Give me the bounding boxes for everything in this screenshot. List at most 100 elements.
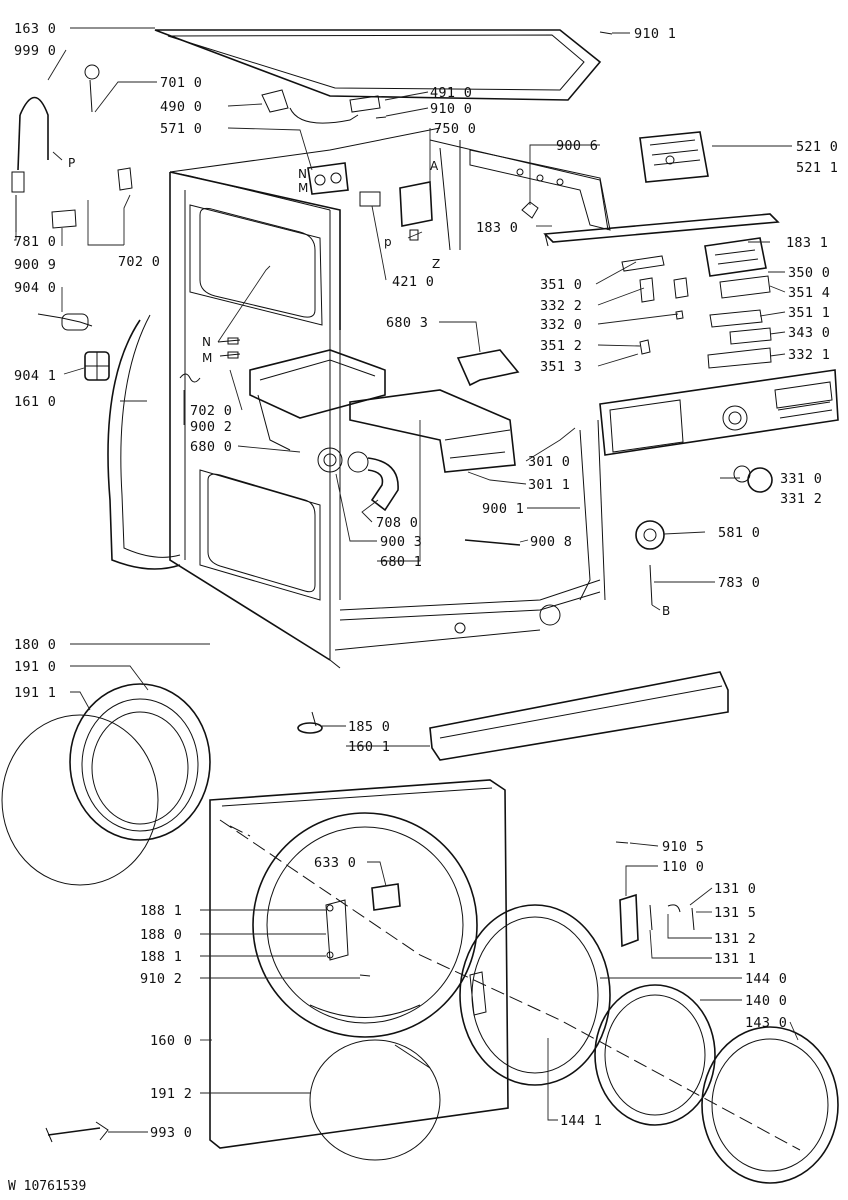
- label-571-0: 571 0: [160, 121, 202, 137]
- drain-hose-part: [347, 451, 399, 512]
- door-inner-ring-part: [459, 904, 611, 1086]
- document-id: W 10761539: [8, 1179, 86, 1194]
- label-131-1: 131 1: [714, 951, 756, 967]
- tube-part: [84, 64, 100, 113]
- cabinet-body-part: [169, 127, 609, 669]
- label-351-2: 351 2: [540, 338, 582, 354]
- pin-part: [649, 564, 653, 606]
- label-351-0: 351 0: [540, 277, 582, 293]
- glass-bowl-part: [309, 1039, 441, 1161]
- label-680-0: 680 0: [190, 439, 232, 455]
- hinge-part: [325, 899, 349, 961]
- label-904-1: 904 1: [14, 368, 56, 384]
- label-351-4: 351 4: [788, 285, 830, 301]
- plinth-bar-part: [429, 671, 729, 761]
- label-191-2: 191 2: [150, 1086, 192, 1102]
- top-cover-part: [154, 29, 602, 101]
- label-188-0: 188 0: [140, 927, 182, 943]
- screw-parts: [359, 116, 629, 977]
- label-910-2: 910 2: [140, 971, 182, 987]
- label-160-1: 160 1: [348, 739, 390, 755]
- wrench-part: [45, 1121, 109, 1143]
- part-labels: 163 0 999 0 701 0 910 1 491 0 490 0 910 …: [14, 21, 838, 1141]
- label-421-0: 421 0: [392, 274, 434, 290]
- door-part: [1, 683, 211, 886]
- label-702-0-top: 702 0: [118, 254, 160, 270]
- label-163-0: 163 0: [14, 21, 56, 37]
- label-702-0-mid: 702 0: [190, 403, 232, 419]
- label-161-0: 161 0: [14, 394, 56, 410]
- label-301-1: 301 1: [528, 477, 570, 493]
- label-680-1: 680 1: [380, 554, 422, 570]
- foot-part: [297, 711, 323, 734]
- label-183-1: 183 1: [786, 235, 828, 251]
- label-781-0: 781 0: [14, 234, 56, 250]
- label-191-0: 191 0: [14, 659, 56, 675]
- connector-parts: [117, 167, 241, 383]
- gasket-loop-part: [107, 314, 181, 570]
- label-351-1: 351 1: [788, 305, 830, 321]
- cable-part: [261, 31, 613, 124]
- valve-part: [307, 162, 433, 241]
- label-183-0: 183 0: [476, 220, 518, 236]
- label-332-1: 332 1: [788, 347, 830, 363]
- label-331-2: 331 2: [780, 491, 822, 507]
- pressure-switch-part: [635, 520, 665, 550]
- label-633-0: 633 0: [314, 855, 356, 871]
- rod-part: [464, 539, 521, 546]
- label-910-0: 910 0: [430, 101, 472, 117]
- control-board-part: [639, 131, 709, 183]
- label-332-2: 332 2: [540, 298, 582, 314]
- label-N-valve: N: [298, 167, 307, 181]
- label-680-3: 680 3: [386, 315, 428, 331]
- door-lock-part: [371, 883, 401, 911]
- label-350-0: 350 0: [788, 265, 830, 281]
- label-910-1-top: 910 1: [634, 26, 676, 42]
- label-B: B: [662, 604, 670, 618]
- label-351-3: 351 3: [540, 359, 582, 375]
- label-144-1: 144 1: [560, 1113, 602, 1129]
- knob-part: [733, 465, 773, 493]
- label-900-8: 900 8: [530, 534, 572, 550]
- label-343-0: 343 0: [788, 325, 830, 341]
- label-110-0: 110 0: [662, 859, 704, 875]
- label-P: P: [68, 156, 75, 170]
- label-581-0: 581 0: [718, 525, 760, 541]
- label-131-5: 131 5: [714, 905, 756, 921]
- door-outer-ring-part: [701, 1026, 839, 1184]
- clip-parts: [37, 209, 110, 381]
- label-900-9: 900 9: [14, 257, 56, 273]
- label-331-0: 331 0: [780, 471, 822, 487]
- door-glass-part: [594, 984, 716, 1126]
- label-301-0: 301 0: [528, 454, 570, 470]
- label-491-0: 491 0: [430, 85, 472, 101]
- label-143-0: 143 0: [745, 1015, 787, 1031]
- label-900-2: 900 2: [190, 419, 232, 435]
- label-783-0: 783 0: [718, 575, 760, 591]
- leader-lines: [14, 27, 799, 1133]
- label-708-0: 708 0: [376, 515, 418, 531]
- bracket-part: [456, 349, 520, 387]
- label-160-0: 160 0: [150, 1033, 192, 1049]
- electronics-module-part: [704, 237, 767, 277]
- label-521-0: 521 0: [796, 139, 838, 155]
- label-910-5: 910 5: [662, 839, 704, 855]
- label-N-plug: N: [202, 335, 211, 349]
- label-Z: Z: [432, 257, 440, 271]
- label-332-0: 332 0: [540, 317, 582, 333]
- label-904-0: 904 0: [14, 280, 56, 296]
- label-993-0: 993 0: [150, 1125, 192, 1141]
- label-131-2: 131 2: [714, 931, 756, 947]
- label-144-0: 144 0: [745, 971, 787, 987]
- label-131-0: 131 0: [714, 881, 756, 897]
- label-A: A: [430, 159, 439, 173]
- control-panel-fascia-part: [599, 369, 839, 456]
- label-180-0: 180 0: [14, 637, 56, 653]
- panel-bracket-part: [543, 213, 780, 247]
- label-M-plug: M: [202, 351, 212, 365]
- label-750-0: 750 0: [434, 121, 476, 137]
- label-140-0: 140 0: [745, 993, 787, 1009]
- label-490-0: 490 0: [160, 99, 202, 115]
- label-521-1: 521 1: [796, 160, 838, 176]
